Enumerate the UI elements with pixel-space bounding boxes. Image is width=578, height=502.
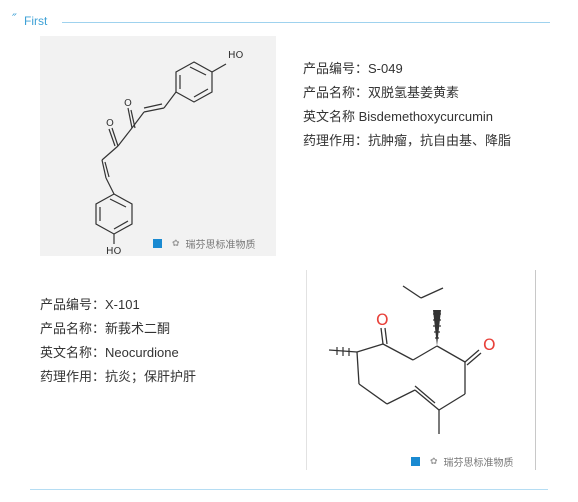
brand-square <box>411 457 420 466</box>
atom-label-oxygen-1: O <box>376 310 389 329</box>
brand-square <box>153 239 162 248</box>
product-name-row: 产品名称：双脱氢基姜黄素 <box>303 81 511 105</box>
section-header: ″ First <box>0 0 578 40</box>
footer-divider <box>30 489 548 490</box>
atom-label-oh-bottom: HO <box>106 246 122 256</box>
name-value: 新莪术二酮 <box>105 321 171 336</box>
atom-label-oxygen-2: O <box>483 335 496 354</box>
molecule-diagram: HO O O HO <box>95 50 244 257</box>
watermark: ✿ 瑞芬思标准物质 <box>411 454 514 469</box>
pharmacology-row: 药理作用：抗肿瘤，抗自由基、降脂 <box>303 129 511 153</box>
watermark-text: 瑞芬思标准物质 <box>443 458 514 469</box>
use-value: 抗肿瘤，抗自由基、降脂 <box>368 133 512 148</box>
product-code-row: 产品编号：S-049 <box>303 57 511 81</box>
name-label: 产品名称： <box>303 85 369 100</box>
structure-image-neocurdione: O O <box>306 270 536 470</box>
name-label: 产品名称： <box>40 321 106 336</box>
section-title: First <box>24 14 48 28</box>
watermark: ✿ 瑞芬思标准物质 <box>153 236 256 251</box>
header-divider <box>62 22 550 23</box>
code-value: X-101 <box>105 297 140 312</box>
wechat-icon: ✿ <box>172 238 180 248</box>
pharmacology-row: 药理作用：抗炎；保肝护肝 <box>40 365 196 389</box>
en-label: 英文名称 <box>303 109 359 124</box>
en-value: Bisdemethoxycurcumin <box>358 109 494 124</box>
product-name-row: 产品名称：新莪术二酮 <box>40 317 196 341</box>
en-label: 英文名称： <box>40 345 106 360</box>
english-name-row: 英文名称：Neocurdione <box>40 341 196 365</box>
code-value: S-049 <box>368 61 403 76</box>
atom-label-oh-top: HO <box>228 50 244 61</box>
en-value: Neocurdione <box>105 345 179 360</box>
code-label: 产品编号： <box>303 61 369 76</box>
product-info-2: 产品编号：X-101 产品名称：新莪术二酮 英文名称：Neocurdione 药… <box>40 293 196 389</box>
product-info-1: 产品编号：S-049 产品名称：双脱氢基姜黄素 英文名称 Bisdemethox… <box>303 57 511 153</box>
watermark-text: 瑞芬思标准物质 <box>185 240 256 251</box>
atom-label-ketone-2: O <box>106 118 114 129</box>
use-label: 药理作用： <box>40 369 106 384</box>
name-value: 双脱氢基姜黄素 <box>368 85 460 100</box>
wechat-icon: ✿ <box>430 456 438 466</box>
use-value: 抗炎；保肝护肝 <box>105 369 197 384</box>
atom-label-ketone-1: O <box>124 98 132 109</box>
english-name-row: 英文名称 Bisdemethoxycurcumin <box>303 105 511 129</box>
code-label: 产品编号： <box>40 297 106 312</box>
use-label: 药理作用： <box>303 133 369 148</box>
structure-image-bisdemethoxycurcumin: HO O O HO <box>40 36 276 257</box>
product-code-row: 产品编号：X-101 <box>40 293 196 317</box>
molecule-diagram: O O <box>328 285 496 434</box>
quote-mark: ″ <box>12 12 17 27</box>
